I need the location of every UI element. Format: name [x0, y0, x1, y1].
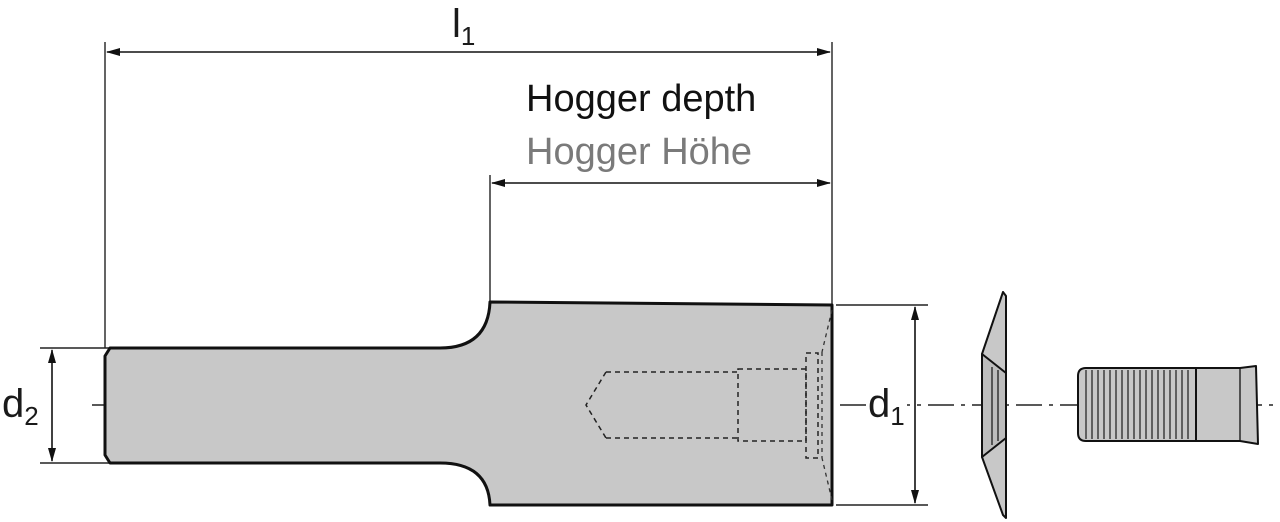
clamping-screw [1077, 365, 1259, 445]
hogger-depth-label: Hogger depth [526, 78, 757, 120]
head-chamfer-lines [821, 309, 833, 501]
d2-label: d2 [2, 382, 39, 431]
hogger-hoehe-label: Hogger Höhe [526, 131, 753, 173]
d1-label: d1 [866, 382, 907, 432]
insert-plate [981, 291, 1007, 519]
dimension-lines [48, 48, 919, 504]
l1-label: l1 [452, 2, 476, 51]
hidden-bore [585, 352, 819, 459]
extension-lines [40, 42, 928, 506]
tool-body [103, 300, 834, 507]
